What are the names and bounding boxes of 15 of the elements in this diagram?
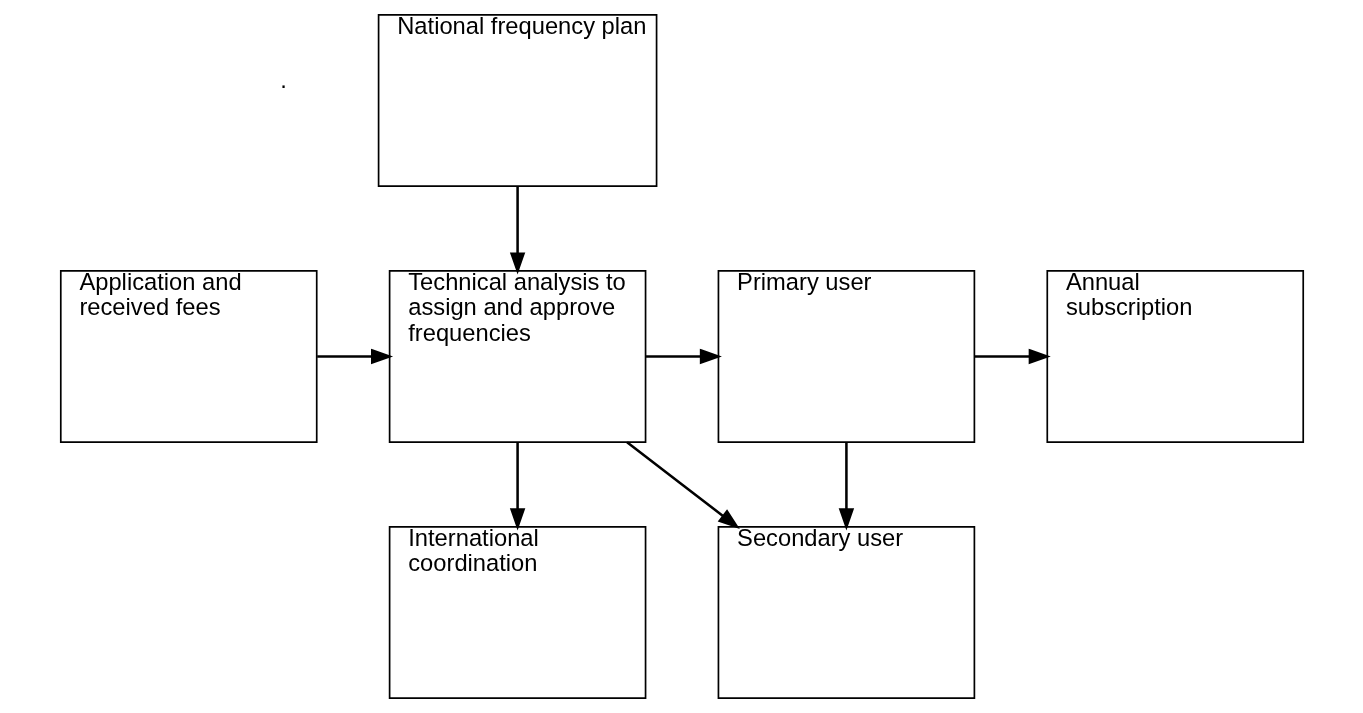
label: . bbox=[279, 67, 287, 94]
arrow bbox=[316, 348, 393, 365]
node-box: Technical analysis to assign and approve frequencies bbox=[388, 270, 646, 443]
arrow bbox=[509, 442, 525, 531]
arrow bbox=[625, 441, 740, 529]
arrow bbox=[974, 348, 1051, 365]
arrow bbox=[645, 348, 722, 365]
arrow bbox=[838, 442, 854, 531]
arrow bbox=[509, 186, 525, 275]
node-box: International coordination bbox=[388, 526, 646, 699]
node-box: Secondary user bbox=[717, 526, 975, 699]
node-box: Application and received fees bbox=[59, 270, 318, 443]
node-box: National frequency plan bbox=[377, 14, 657, 187]
node-box: Annual subscription bbox=[1045, 270, 1304, 443]
node-box: Primary user bbox=[717, 270, 975, 443]
